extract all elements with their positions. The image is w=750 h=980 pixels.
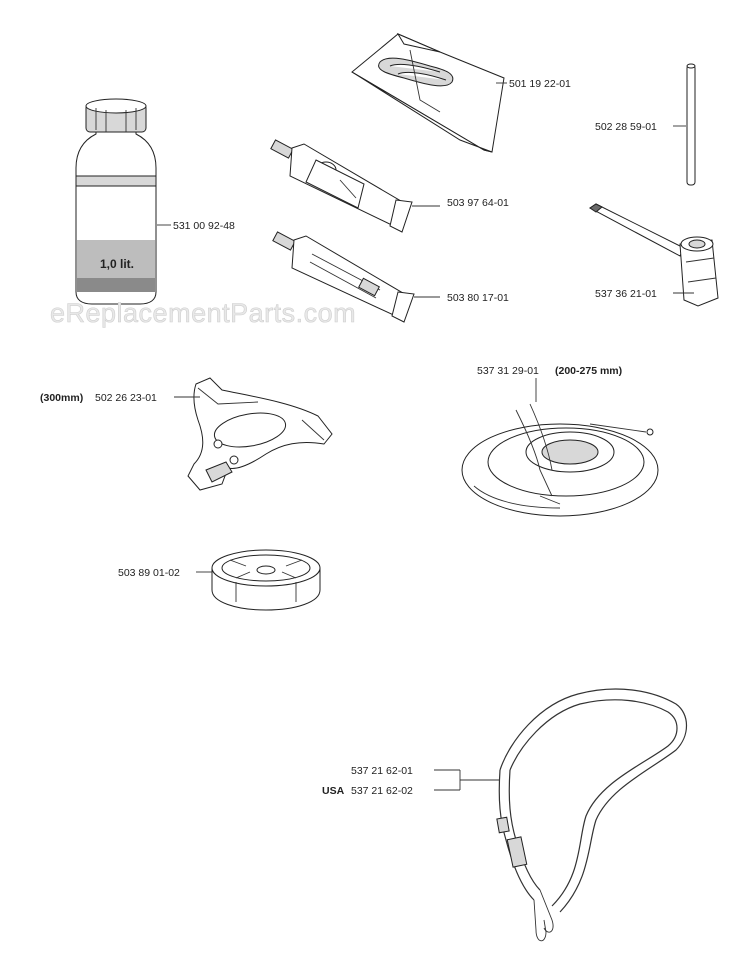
part-label-harness-usa: 537 21 62-02 [351, 785, 413, 797]
spool-illustration [211, 549, 321, 611]
part-label-rod: 502 28 59-01 [595, 121, 657, 133]
rod-illustration [686, 63, 696, 186]
harness-usa-prefix: USA [322, 785, 345, 797]
combination-wrench-illustration [589, 203, 719, 307]
part-label-tube-upper: 503 97 64-01 [447, 197, 509, 209]
guard-size-label: (300mm) [40, 392, 83, 404]
part-label-guard: 502 26 23-01 [95, 392, 157, 404]
disc-guard-size-label: (200-275 mm) [555, 365, 622, 377]
bottle-volume-label: 1,0 lit. [100, 257, 134, 271]
part-label-wrench: 537 36 21-01 [595, 288, 657, 300]
part-label-harness: 537 21 62-01 [351, 765, 413, 777]
part-label-bottle: 531 00 92-48 [173, 220, 235, 232]
grease-tube-lower-illustration [272, 231, 415, 323]
part-label-tube-lower: 503 80 17-01 [447, 292, 509, 304]
watermark: eReplacementParts.com [50, 298, 356, 328]
part-label-bag: 501 19 22-01 [509, 78, 571, 90]
harness-strap-illustration [496, 688, 688, 942]
part-label-disc-guard: 537 31 29-01 [477, 365, 539, 377]
disc-guard-illustration [461, 403, 659, 517]
part-label-spool: 503 89 01-02 [118, 567, 180, 579]
carrying-bag-illustration [351, 32, 505, 153]
grease-tube-upper-illustration [270, 139, 413, 233]
blade-guard-illustration [187, 377, 333, 491]
oil-bottle-illustration [75, 98, 157, 305]
